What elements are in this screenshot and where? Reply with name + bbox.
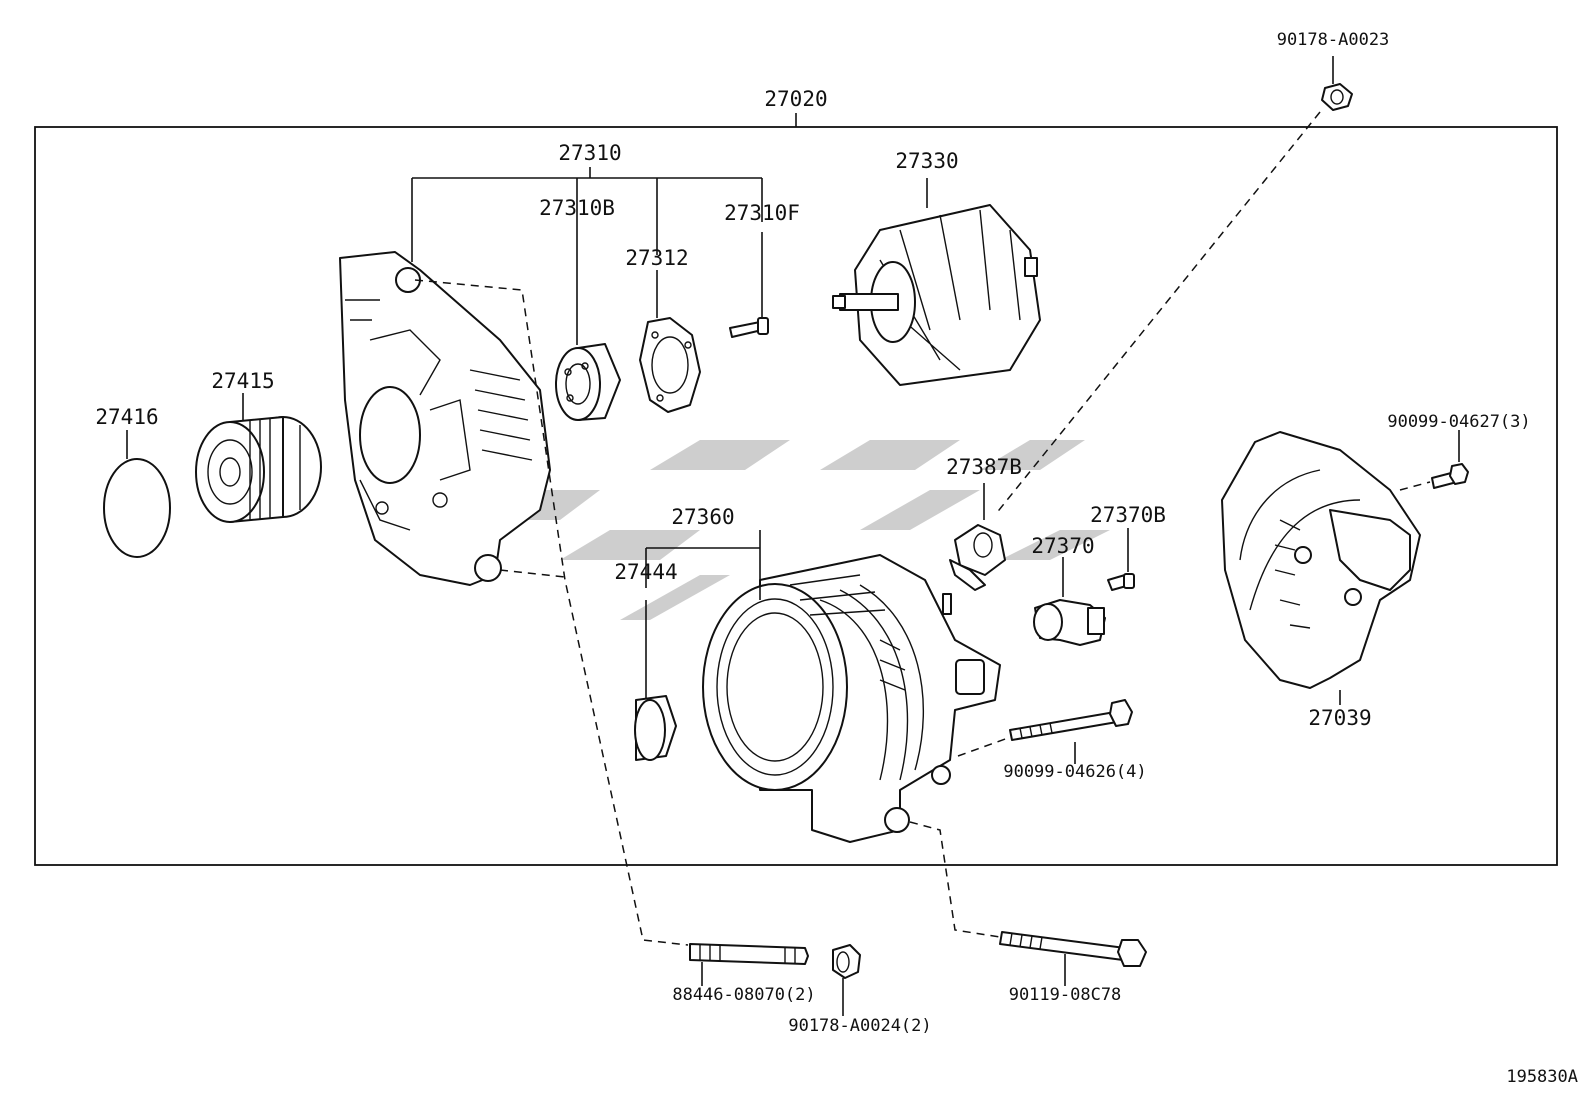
bearing: [555, 343, 621, 421]
rear-cover: [1221, 431, 1421, 689]
label-90099-04627: 90099-04627(3): [1387, 412, 1530, 432]
bolt-90099-04626: [1009, 699, 1133, 741]
nut-90178-a0023: [1321, 83, 1353, 111]
drive-end-frame: [339, 251, 551, 586]
label-27415: 27415: [211, 369, 274, 393]
label-27330: 27330: [895, 149, 958, 173]
screw-27310f: [729, 317, 769, 338]
rotor: [832, 178, 1041, 386]
bolt-90119-08c78: [999, 931, 1147, 967]
bushing: [634, 695, 677, 761]
label-27370: 27370: [1031, 534, 1094, 558]
bearing-retainer: [639, 317, 701, 413]
label-90119-08c78: 90119-08C78: [1009, 985, 1122, 1005]
label-assembly: 27020: [764, 87, 827, 111]
pulley-cap: [103, 458, 171, 558]
bolt-90099-04627: [1431, 463, 1469, 489]
label-27310b: 27310B: [539, 196, 615, 220]
bracket-27310: [411, 167, 763, 345]
label-27312: 27312: [625, 246, 688, 270]
label-90099-04626: 90099-04626(4): [1003, 762, 1146, 782]
label-27310: 27310: [558, 141, 621, 165]
label-88446-08070: 88446-08070(2): [672, 985, 815, 1005]
label-27360: 27360: [671, 505, 734, 529]
label-27444: 27444: [614, 560, 677, 584]
pulley: [195, 416, 322, 523]
watermark: [470, 440, 1110, 620]
screw-27370b: [1107, 573, 1135, 591]
stud-88446-08070: [689, 943, 809, 965]
nut-90178-a0024: [832, 944, 861, 979]
figure-id: 195830A: [1506, 1067, 1578, 1087]
brush-holder: [1033, 599, 1106, 646]
label-90178-a0023: 90178-A0023: [1277, 30, 1390, 50]
insulator-27387b: [949, 524, 1006, 591]
label-90178-a0024: 90178-A0024(2): [788, 1016, 931, 1036]
label-27416: 27416: [95, 405, 158, 429]
rectifier-end-frame: [702, 554, 1001, 843]
label-27039: 27039: [1308, 706, 1371, 730]
label-27310f: 27310F: [724, 201, 800, 225]
label-27387b: 27387B: [946, 455, 1022, 479]
label-27370b: 27370B: [1090, 503, 1166, 527]
